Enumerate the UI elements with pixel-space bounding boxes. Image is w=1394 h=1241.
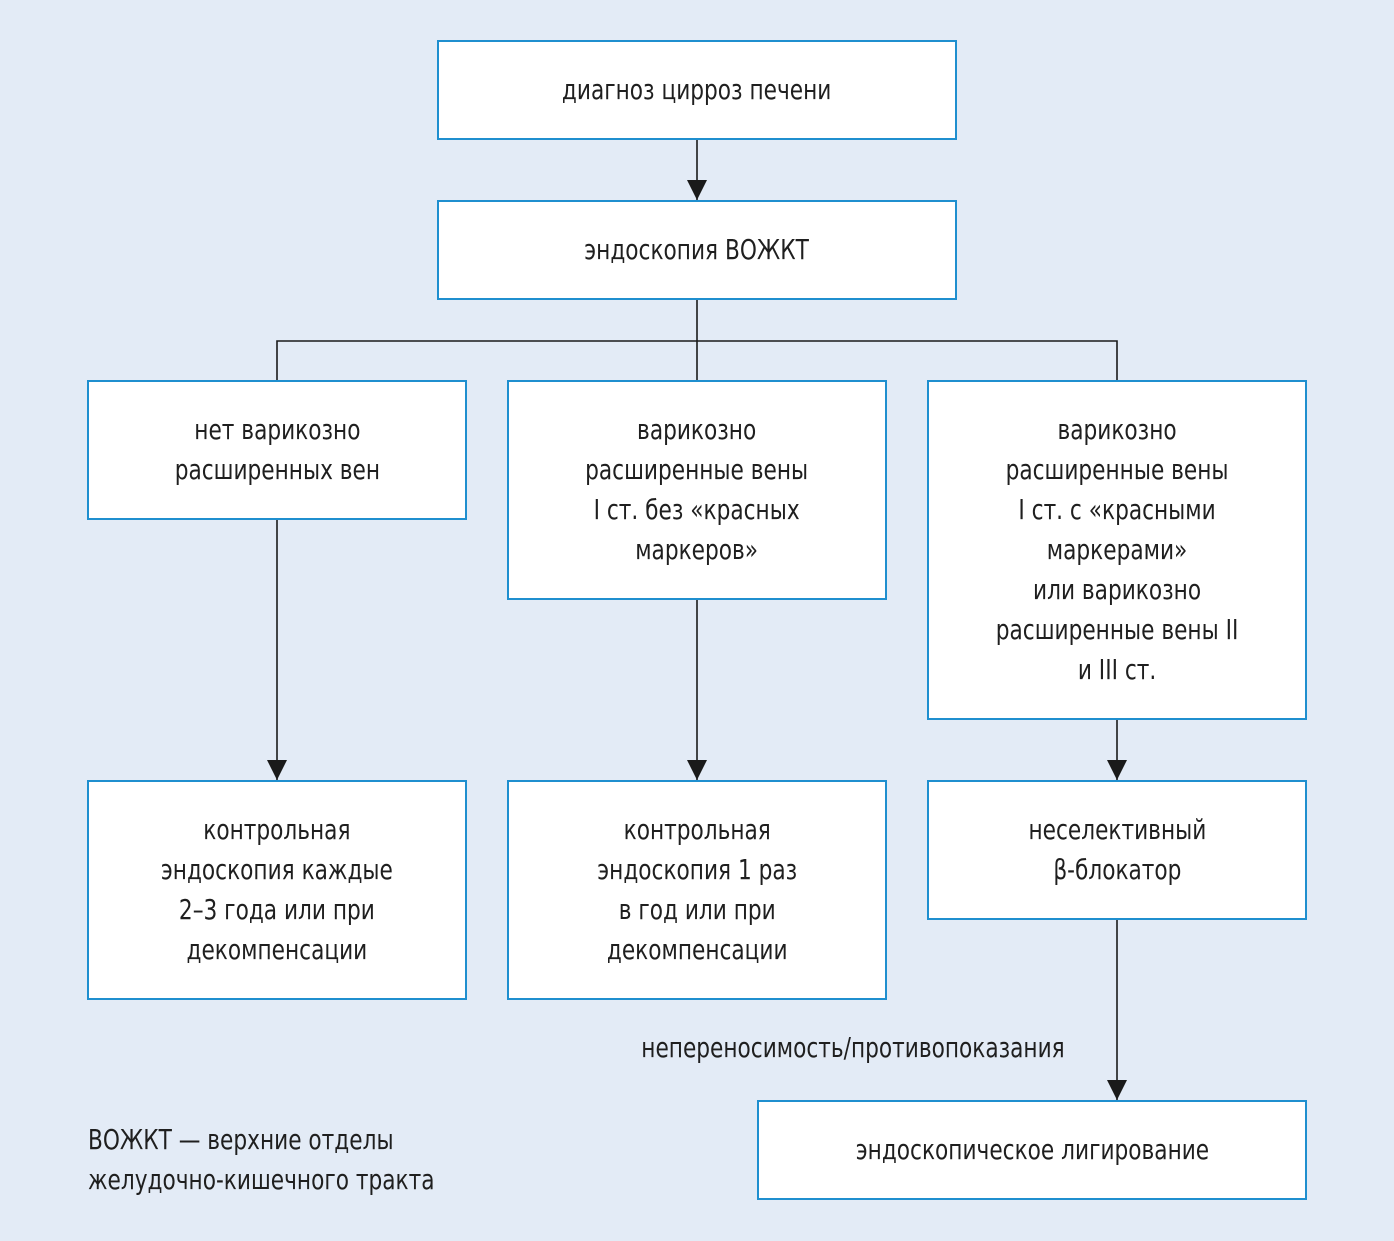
node-root-diagnosis: диагноз цирроз печени — [437, 40, 957, 140]
connector-branch-left — [276, 340, 1118, 380]
node-no-varices: нет варикозно расширенных вен — [87, 380, 467, 520]
node-root-diagnosis-label: диагноз цирроз печени — [562, 73, 832, 106]
node-beta-blocker-label: неселективный β-блокатор — [1028, 813, 1206, 886]
edge-label-intolerance: непереносимость/противопоказания — [641, 1031, 1065, 1064]
node-beta-blocker: неселективный β-блокатор — [927, 780, 1307, 920]
footnote-abbreviation: ВОЖКТ — верхние отделы желудочно-кишечно… — [88, 1123, 435, 1196]
node-ligation-label: эндоскопическое лигирование — [855, 1133, 1209, 1166]
node-control-yearly: контрольная эндоскопия 1 раз в год или п… — [507, 780, 887, 1000]
node-control-yearly-label: контрольная эндоскопия 1 раз в год или п… — [597, 813, 797, 966]
node-endoscopy-label: эндоскопия ВОЖКТ — [584, 233, 810, 266]
node-varices-grade1-no-red: варикозно расширенные вены I ст. без «кр… — [507, 380, 887, 600]
node-control-2-3-years-label: контрольная эндоскопия каждые 2–3 года и… — [161, 813, 393, 966]
node-ligation: эндоскопическое лигирование — [757, 1100, 1307, 1200]
node-endoscopy: эндоскопия ВОЖКТ — [437, 200, 957, 300]
node-control-2-3-years: контрольная эндоскопия каждые 2–3 года и… — [87, 780, 467, 1000]
node-varices-high-risk: варикозно расширенные вены I ст. с «крас… — [927, 380, 1307, 720]
node-varices-grade1-no-red-label: варикозно расширенные вены I ст. без «кр… — [585, 413, 809, 566]
node-varices-high-risk-label: варикозно расширенные вены I ст. с «крас… — [995, 413, 1239, 686]
node-no-varices-label: нет варикозно расширенных вен — [174, 413, 380, 486]
